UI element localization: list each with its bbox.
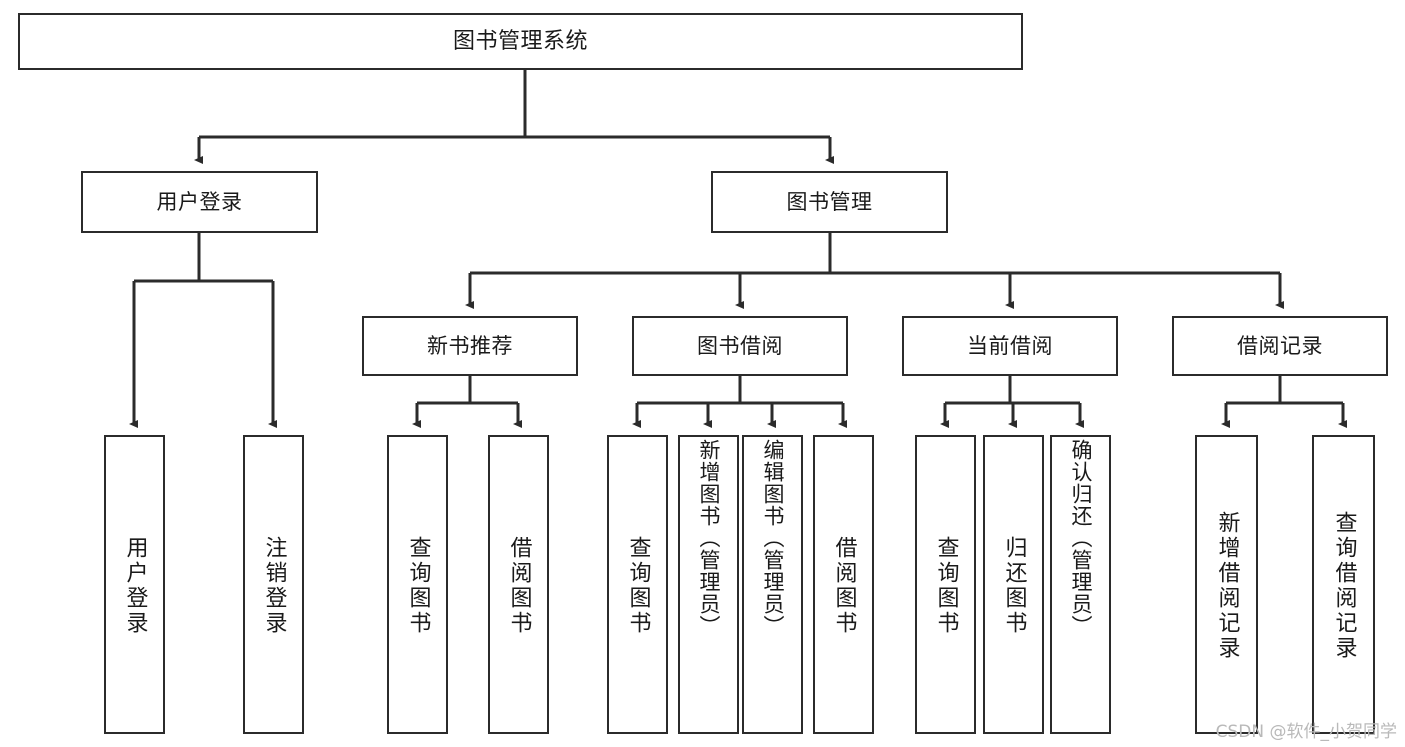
node-leaf-borrow-book-2[interactable]: 借阅图书 bbox=[813, 435, 874, 734]
node-leaf-query-book-3-label: 查询图书 bbox=[933, 535, 959, 636]
node-current-borrow-label: 当前借阅 bbox=[967, 333, 1053, 358]
node-leaf-query-record[interactable]: 查询借阅记录 bbox=[1312, 435, 1375, 734]
node-leaf-user-logout-label: 注销登录 bbox=[261, 535, 287, 636]
node-leaf-user-login[interactable]: 用户登录 bbox=[104, 435, 165, 734]
node-new-book-recommend[interactable]: 新书推荐 bbox=[362, 316, 578, 376]
node-leaf-add-book[interactable]: 新增图书（管理员） bbox=[678, 435, 739, 734]
node-leaf-edit-book-label: 编辑图书（管理员） bbox=[761, 439, 785, 637]
node-leaf-borrow-book-2-label: 借阅图书 bbox=[831, 535, 857, 636]
node-new-book-recommend-label: 新书推荐 bbox=[427, 333, 513, 358]
node-leaf-query-record-label: 查询借阅记录 bbox=[1331, 510, 1357, 661]
node-leaf-confirm-return[interactable]: 确认归还（管理员） bbox=[1050, 435, 1111, 734]
node-leaf-add-book-label: 新增图书（管理员） bbox=[697, 439, 721, 637]
node-root[interactable]: 图书管理系统 bbox=[18, 13, 1023, 70]
node-user-login[interactable]: 用户登录 bbox=[81, 171, 318, 233]
node-borrow-record-label: 借阅记录 bbox=[1237, 333, 1323, 358]
node-leaf-add-record-label: 新增借阅记录 bbox=[1214, 510, 1240, 661]
node-leaf-edit-book[interactable]: 编辑图书（管理员） bbox=[742, 435, 803, 734]
node-leaf-query-book-3[interactable]: 查询图书 bbox=[915, 435, 976, 734]
node-book-borrow-label: 图书借阅 bbox=[697, 333, 783, 358]
node-leaf-user-logout[interactable]: 注销登录 bbox=[243, 435, 304, 734]
node-leaf-query-book-1[interactable]: 查询图书 bbox=[387, 435, 448, 734]
node-borrow-record[interactable]: 借阅记录 bbox=[1172, 316, 1388, 376]
node-leaf-confirm-return-label: 确认归还（管理员） bbox=[1069, 439, 1093, 637]
node-leaf-user-login-label: 用户登录 bbox=[122, 535, 148, 636]
node-book-manage-label: 图书管理 bbox=[786, 189, 873, 214]
node-current-borrow[interactable]: 当前借阅 bbox=[902, 316, 1118, 376]
node-leaf-query-book-1-label: 查询图书 bbox=[405, 535, 431, 636]
node-leaf-borrow-book-1[interactable]: 借阅图书 bbox=[488, 435, 549, 734]
node-leaf-query-book-2-label: 查询图书 bbox=[625, 535, 651, 636]
watermark: CSDN @软件_小贺同学 bbox=[1215, 722, 1397, 742]
node-user-login-label: 用户登录 bbox=[156, 189, 243, 214]
node-book-manage[interactable]: 图书管理 bbox=[711, 171, 948, 233]
node-root-label: 图书管理系统 bbox=[452, 28, 588, 54]
node-leaf-query-book-2[interactable]: 查询图书 bbox=[607, 435, 668, 734]
node-leaf-borrow-book-1-label: 借阅图书 bbox=[506, 535, 532, 636]
node-leaf-add-record[interactable]: 新增借阅记录 bbox=[1195, 435, 1258, 734]
node-leaf-return-book-label: 归还图书 bbox=[1001, 535, 1027, 636]
node-leaf-return-book[interactable]: 归还图书 bbox=[983, 435, 1044, 734]
node-book-borrow[interactable]: 图书借阅 bbox=[632, 316, 848, 376]
